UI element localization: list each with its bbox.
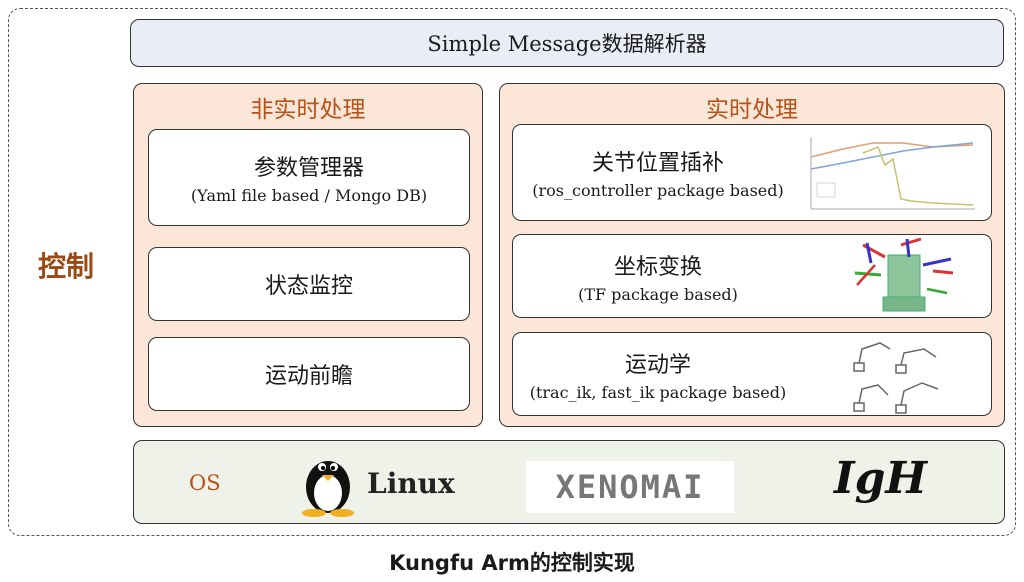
figure-caption: Kungfu Arm的控制实现 [389, 551, 635, 575]
tux-penguin-icon [302, 461, 354, 517]
status-monitor-label: 状态监控 [264, 274, 353, 299]
kinematics-label: 运动学 [624, 353, 691, 378]
realtime-title: 实时处理 [706, 97, 798, 123]
os-panel: OS Linux XENOMAI IgH [133, 440, 1005, 524]
igh-logo: IgH [834, 453, 927, 504]
robot-arms-icon [853, 342, 939, 414]
os-label: OS [189, 471, 221, 495]
joint-interp-card: 关节位置插补 (ros_controller package based) [512, 124, 992, 221]
control-side-label: 控制 [38, 250, 95, 283]
joint-interp-sub: (ros_controller package based) [532, 181, 784, 200]
control-dashed-boundary [8, 8, 1016, 536]
motion-lookahead-card: 运动前瞻 [148, 337, 470, 411]
tf-frames-robot-icon [854, 237, 954, 312]
kinematics-sub: (trac_ik, fast_ik package based) [529, 383, 787, 402]
xenomai-logo: XENOMAI [526, 461, 734, 513]
xenomai-logo-text: XENOMAI [555, 468, 705, 506]
trajectory-plot-icon [803, 129, 979, 215]
param-manager-sub: (Yaml file based / Mongo DB) [190, 186, 428, 205]
realtime-panel: 实时处理 关节位置插补 (ros_controller package base… [499, 83, 1005, 427]
coordinate-transform-sub: (TF package based) [578, 285, 738, 304]
param-manager-card: 参数管理器 (Yaml file based / Mongo DB) [148, 129, 470, 226]
simple-message-parser-box: Simple Message数据解析器 [130, 19, 1004, 67]
joint-interp-label: 关节位置插补 [591, 151, 724, 176]
status-monitor-card: 状态监控 [148, 247, 470, 321]
motion-lookahead-label: 运动前瞻 [264, 364, 353, 389]
kinematics-card: 运动学 (trac_ik, fast_ik package based) [512, 332, 992, 416]
parser-label: Simple Message数据解析器 [427, 32, 707, 56]
param-manager-label: 参数管理器 [253, 156, 364, 181]
coordinate-transform-label: 坐标变换 [613, 255, 702, 280]
non-realtime-title: 非实时处理 [250, 97, 366, 123]
linux-logo-text: Linux [367, 467, 455, 500]
non-realtime-panel: 非实时处理 参数管理器 (Yaml file based / Mongo DB)… [133, 83, 483, 427]
coordinate-transform-card: 坐标变换 (TF package based) [512, 234, 992, 318]
